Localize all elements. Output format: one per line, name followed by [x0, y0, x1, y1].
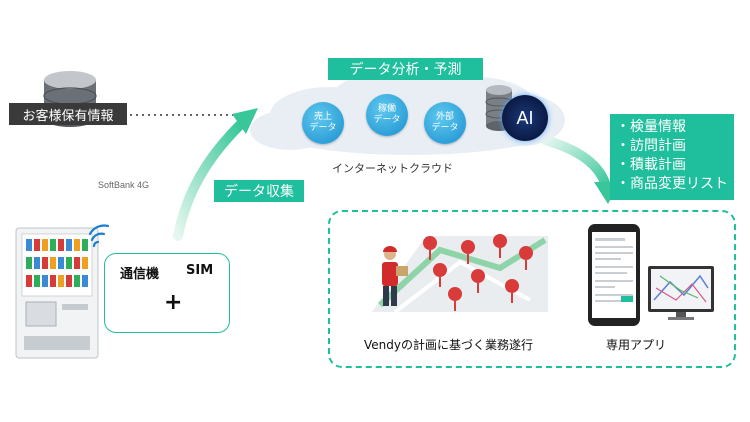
map-illustration — [372, 234, 548, 314]
bubble-line1: 外部 — [435, 112, 454, 122]
bubble-line2: データ — [309, 123, 337, 133]
customer-data-label: お客様保有情報 — [9, 103, 127, 125]
bubble-line1: 稼働 — [377, 104, 396, 114]
ai-badge: AI — [502, 95, 548, 141]
softbank-4g-logo: SoftBank 4G — [98, 180, 150, 190]
device-box — [104, 253, 230, 333]
output-item: ・商品変更リスト — [616, 176, 728, 192]
vending-machine-icon — [15, 227, 99, 359]
bubble-line1: 売上 — [313, 112, 332, 122]
cloud-caption: インターネットクラウド — [332, 162, 453, 175]
plan-caption: Vendyの計画に基づく業務遂行 — [364, 338, 533, 352]
operations-panel — [328, 210, 736, 368]
sales-data-bubble: 売上 データ — [302, 102, 344, 144]
output-arrow — [540, 135, 611, 191]
device-label: 通信機 — [120, 267, 160, 282]
collect-label: データ収集 — [214, 180, 304, 202]
collect-arrow — [173, 120, 245, 241]
output-list: ・検量情報 ・訪問計画 ・積載計画 ・商品変更リスト — [610, 114, 734, 200]
bubble-line2: データ — [373, 115, 401, 125]
output-item: ・検量情報 — [616, 119, 686, 135]
analysis-label: データ分析・予測 — [328, 58, 483, 80]
external-data-bubble: 外部 データ — [424, 102, 466, 144]
smartphone-icon — [588, 224, 640, 326]
output-item: ・訪問計画 — [616, 138, 686, 154]
collect-arrow-head — [232, 108, 258, 134]
plus-sign: + — [164, 290, 183, 315]
bubble-line2: データ — [431, 123, 459, 133]
sim-label: SIM — [186, 263, 214, 278]
worker-icon — [382, 246, 408, 306]
app-caption: 専用アプリ — [606, 338, 667, 352]
wifi-icon — [88, 224, 110, 248]
monitor-icon — [648, 266, 714, 320]
operation-data-bubble: 稼働 データ — [366, 94, 408, 136]
output-item: ・積載計画 — [616, 157, 686, 173]
